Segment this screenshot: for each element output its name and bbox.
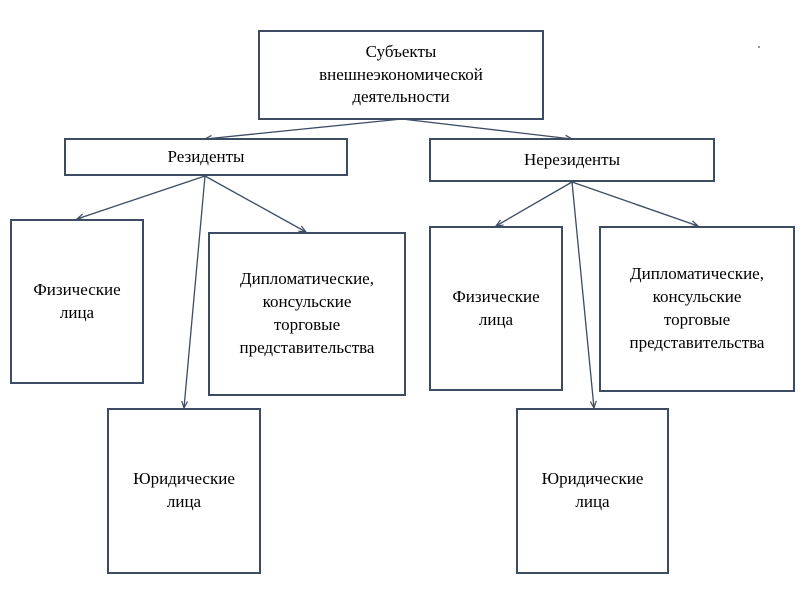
residents-node: Резиденты	[64, 138, 348, 176]
nonresidents-node: Нерезиденты	[429, 138, 715, 182]
edge-res-jur	[184, 175, 206, 408]
residents-diplomatic-node: Дипломатические, консульские торговые пр…	[208, 232, 406, 396]
root-node-label: Субъекты внешнеэкономической деятельност…	[319, 41, 483, 107]
nonresidents-diplomatic-node: Дипломатические, консульские торговые пр…	[599, 226, 795, 392]
nonresidents-node-label: Нерезиденты	[523, 149, 621, 169]
edge-root-nonres	[401, 118, 572, 139]
stray-dot	[758, 46, 760, 48]
nonresidents-juridical-node: Юридические лица	[516, 408, 669, 574]
edge-nonres-phys	[496, 181, 573, 226]
residents-physical-node-label: Физические лица	[33, 279, 121, 322]
residents-node-label: Резиденты	[167, 146, 245, 166]
nonresidents-juridical-node-label: Юридические лица	[541, 469, 644, 511]
root-node: Субъекты внешнеэкономической деятельност…	[258, 30, 544, 120]
edge-nonres-jur	[571, 181, 594, 408]
edge-res-phys	[77, 175, 206, 219]
nonresidents-physical-node-label: Физические лица	[452, 286, 540, 329]
edge-root-res	[205, 118, 403, 139]
edge-res-dipl	[204, 175, 306, 232]
residents-diplomatic-node-label: Дипломатические, консульские торговые пр…	[239, 269, 375, 357]
edge-nonres-dipl	[571, 181, 698, 226]
residents-juridical-node-label: Юридические лица	[133, 469, 235, 511]
nonresidents-diplomatic-node-label: Дипломатические, консульские торговые пр…	[629, 264, 765, 352]
residents-juridical-node: Юридические лица	[107, 408, 261, 574]
nonresidents-physical-node: Физические лица	[429, 226, 563, 391]
residents-physical-node: Физические лица	[10, 219, 144, 384]
